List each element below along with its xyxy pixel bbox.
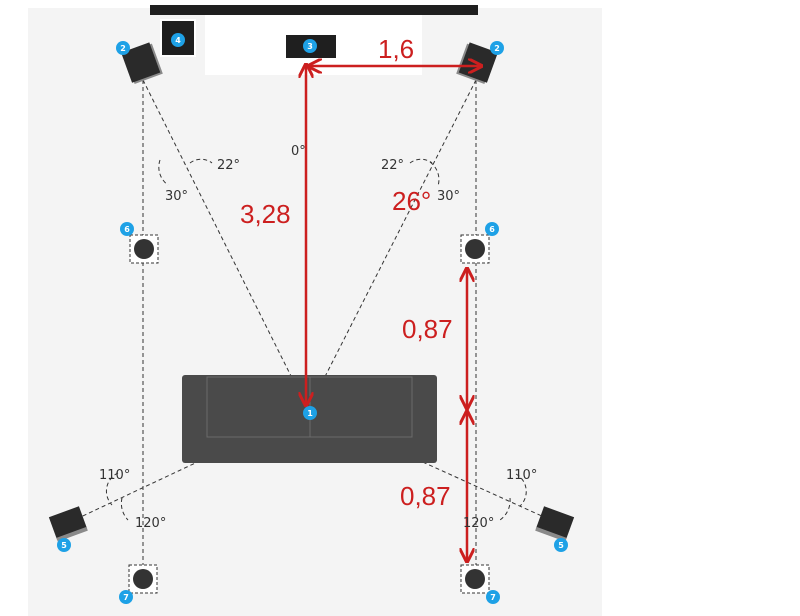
toe-in-angle-label: 26°: [392, 186, 431, 216]
svg-text:7: 7: [123, 593, 129, 602]
badge-surround-right: 5: [554, 538, 568, 552]
svg-text:7: 7: [490, 593, 496, 602]
side-spacing-lower-label: 0,87: [400, 481, 451, 511]
badge-subwoofer: 4: [171, 33, 185, 47]
surround-right-speaker: [535, 506, 575, 542]
svg-text:4: 4: [175, 36, 181, 45]
badge-center: 3: [303, 39, 317, 53]
angle-center-label: 0°: [291, 144, 306, 159]
angle-surround-left-inner-label: 120°: [135, 516, 166, 531]
svg-text:6: 6: [124, 225, 130, 234]
angle-front-right-outer-label: 30°: [437, 189, 460, 204]
side-right-speaker: [460, 234, 490, 264]
angle-front-right-inner-label: 22°: [381, 158, 404, 173]
measurement-arrows: [306, 66, 480, 560]
svg-text:6: 6: [489, 225, 495, 234]
svg-text:5: 5: [558, 541, 564, 550]
svg-text:1: 1: [307, 409, 313, 418]
angle-surround-right-inner-label: 120°: [463, 516, 494, 531]
surround-left-speaker: [48, 506, 88, 542]
room-floor: [28, 8, 602, 616]
svg-text:3: 3: [307, 42, 313, 51]
angle-front-left-outer-label: 30°: [165, 189, 188, 204]
svg-text:2: 2: [120, 44, 126, 53]
badge-back-right: 7: [486, 590, 500, 604]
angle-surround-right-outer-label: 110°: [506, 468, 537, 483]
front-left-speaker: [121, 42, 163, 84]
badge-back-left: 7: [119, 590, 133, 604]
listening-distance-label: 3,28: [240, 199, 291, 229]
back-left-speaker: [128, 564, 158, 594]
side-spacing-upper-label: 0,87: [402, 314, 453, 344]
badge-side-left: 6: [120, 222, 134, 236]
screen: [150, 5, 478, 15]
front-width-label: 1,6: [378, 34, 414, 64]
badge-side-right: 6: [485, 222, 499, 236]
svg-text:5: 5: [61, 541, 67, 550]
side-left-speaker: [129, 234, 159, 264]
back-right-speaker: [460, 564, 490, 594]
svg-text:2: 2: [494, 44, 500, 53]
angle-front-left-inner-label: 22°: [217, 158, 240, 173]
badge-front-right: 2: [490, 41, 504, 55]
badge-front-left: 2: [116, 41, 130, 55]
badge-listener: 1: [303, 406, 317, 420]
angle-surround-left-outer-label: 110°: [99, 468, 130, 483]
badge-surround-left: 5: [57, 538, 71, 552]
